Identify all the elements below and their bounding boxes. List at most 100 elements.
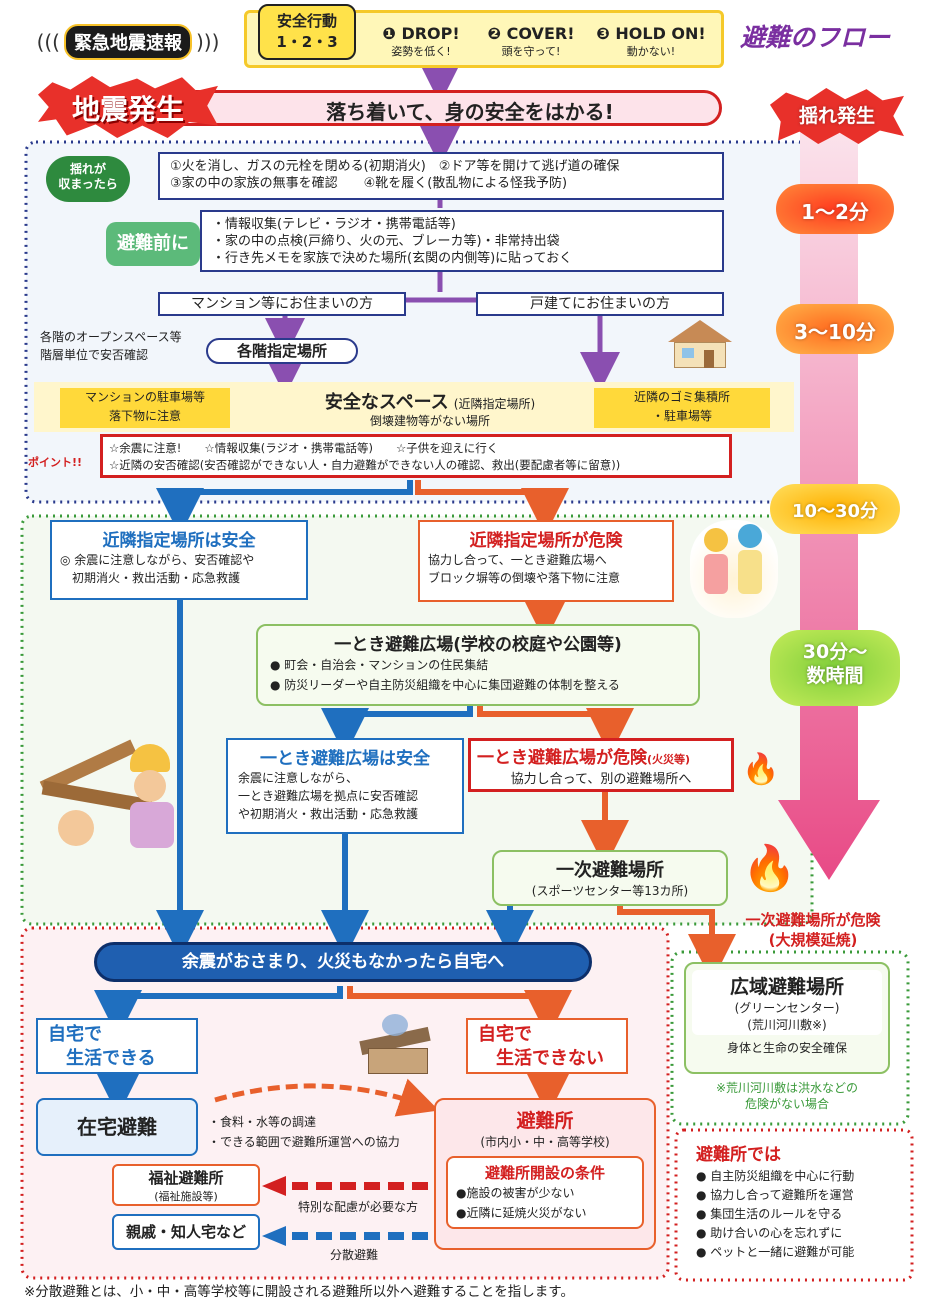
relatives-box: 親戚・知人宅など [112,1214,260,1250]
initial-action-line: ③家の中の家族の無事を確認 ④靴を履く(散乱物による怪我予防) [170,176,568,191]
initial-action-line: ①火を消し、ガスの元栓を閉める(初期消火) ②ドア等を開けて逃げ道の確保 [170,159,620,174]
neighbor-danger-text: 協力し合って、一とき避難広場へ ブロック塀等の倒壊や落下物に注意 [428,553,621,585]
damaged-house-illustration [359,1014,440,1076]
hold-label: HOLD ON! [615,24,706,43]
house-illustration [662,320,738,370]
safe-space-title: 安全なスペース (近隣指定場所) [280,388,580,414]
quake-alert-badge: ((( 緊急地震速報 ))) [22,24,234,60]
fire-large-icon: 🔥 [742,843,797,894]
floor-note: 各階のオープンスペース等 階層単位で安否確認 [40,330,182,362]
safety-actions-bubble: 安全行動 1・2・3 [258,4,356,60]
wide-area-footnote: ※荒川河川敷は洪水などの 危険がない場合 [715,1081,859,1111]
timeline-stage-1-bg [776,184,894,234]
safety-steps: 1・2・3 [276,33,338,51]
welfare-title: 福祉避難所 [148,1169,224,1187]
wide-area-sub2: (荒川河川敷※) [747,1018,827,1032]
shelter-rules: 避難所では ● 自主防災組織を中心に行動 ● 協力し合って避難所を運営 ● 集団… [696,1140,906,1262]
before-evac-item: ・家の中の点検(戸締り、火の元、ブレーカ等)・非常持出袋 [212,234,560,249]
timeline-30min-hours: 30分～ 数時間 [802,641,868,687]
neighbor-safe-title: 近隣指定場所は安全 [102,531,256,551]
timeline-stage-4-bg [770,630,900,706]
step3-icon: ❸ [596,24,616,43]
safe-space-note: 倒壊建物等がない場所 [369,414,490,428]
signal-left-icon: ((( [36,30,60,54]
alert-label: 緊急地震速報 [64,24,192,60]
house-residents-box: 戸建てにお住まいの方 [476,292,724,316]
flow-title: 避難のフロー [740,23,891,52]
primary-shelter-box: 一次避難場所 (スポーツセンター等13カ所) [492,850,728,906]
plaza-safe-box: 一とき避難広場は安全 余震に注意しながら、 一とき避難広場を拠点に安否確認 や初… [226,738,464,834]
shelter-sub: (市内小・中・高等学校) [480,1135,610,1149]
rubble-illustration [38,739,178,850]
before-evac-bubble: 避難前に [106,222,200,266]
safe-space-sub: (近隣指定場所) [453,397,536,411]
cannot-live-box: 自宅で 生活できない [466,1018,628,1074]
plaza-safe-title: 一とき避難広場は安全 [260,749,430,769]
timeline-shake-start: 揺れ発生 [798,105,875,127]
shelter-rule-item: ● 助け合いの心を忘れずに [696,1226,843,1240]
mansion-residents-box: マンション等にお住まいの方 [158,292,406,316]
step1-icon: ❶ [382,24,402,43]
shelter-rule-item: ● 集団生活のルールを守る [696,1207,843,1221]
conditions-box: 避難所開設の条件 ●施設の被害が少ない ●近隣に延焼火災がない [446,1156,644,1229]
shelter-rule-item: ● 協力し合って避難所を運営 [696,1188,854,1202]
before-evac-item: ・行き先メモを家族で決めた場所(玄関の内側等)に貼っておく [212,251,573,266]
drop-sub: 姿勢を低く! [391,45,451,58]
timeline-3-10-min: 3～10分 [794,320,876,344]
home-shelter-notes: ・食料・水等の調達 ・できる範囲で避難所運営への協力 [208,1115,400,1149]
step-cover: ❷ COVER! 頭を守って! [476,24,586,59]
initial-actions-box: ①火を消し、ガスの元栓を閉める(初期消火) ②ドア等を開けて逃げ道の確保 ③家の… [158,152,724,200]
people-illustration [690,520,778,618]
safety-title: 安全行動 [276,12,337,30]
cover-label: COVER! [506,24,575,43]
plaza-danger-heading: 一とき避難広場が危険(火災等) [477,743,725,768]
neighbor-safe-box: 近隣指定場所は安全 ◎ 余震に注意しながら、安否確認や 初期消火・救出活動・応急… [50,520,308,600]
point-item: ☆余震に注意! ☆情報収集(ラジオ・携帯電話等) ☆子供を迎えに行く [109,441,499,455]
plaza-title: 一とき避難広場(学校の校庭や公園等) [334,635,622,655]
step2-icon: ❷ [487,24,507,43]
wide-area-sub1: (グリーンセンター) [734,1001,840,1015]
hold-sub: 動かない! [626,45,676,58]
neighbor-danger-title: 近隣指定場所が危険 [469,531,623,551]
shake-stop-badge: 揺れが 収まったら [46,156,130,202]
step-drop: ❶ DROP! 姿勢を低く! [366,24,476,59]
safe-space-label: 安全なスペース [324,392,449,413]
mansion-parking-box: マンションの駐車場等 落下物に注意 [60,388,230,428]
primary-shelter-sub: (スポーツセンター等13カ所) [531,884,689,898]
quake-message-bar [150,90,722,126]
welfare-sub: (福祉施設等) [154,1190,218,1203]
plaza-danger-box: 一とき避難広場が危険(火災等) 協力し合って、別の避難場所へ [468,738,734,792]
plaza-danger-text: 協力し合って、別の避難場所へ [510,772,692,787]
cover-sub: 頭を守って! [501,45,561,58]
wide-area-inner: 広域避難場所 (グリーンセンター) (荒川河川敷※) [692,970,882,1035]
plaza-safe-text: 余震に注意しながら、 一とき避難広場を拠点に安否確認 や初期消火・救出活動・応急… [238,771,419,821]
dispersed-label: 分散避難 [330,1248,379,1262]
signal-right-icon: ))) [196,30,220,54]
home-shelter-box: 在宅避難 [36,1098,198,1156]
points-box: ☆余震に注意! ☆情報収集(ラジオ・携帯電話等) ☆子供を迎えに行く ☆近隣の安… [100,434,732,478]
condition-item: ●近隣に延焼火災がない [456,1206,587,1220]
conditions-title: 避難所開設の条件 [484,1164,605,1182]
drop-label: DROP! [401,24,460,43]
wide-area-note: 身体と生命の安全確保 [726,1041,847,1055]
quake-message: 落ち着いて、身の安全をはかる! [326,100,614,124]
wide-area-box: 広域避難場所 (グリーンセンター) (荒川河川敷※) 身体と生命の安全確保 [684,962,890,1074]
primary-danger-label: 一次避難場所が危険 (大規模延焼) [745,911,881,949]
plaza-item: ● 町会・自治会・マンションの住民集結 [270,658,489,672]
condition-item: ●施設の被害が少ない [456,1186,575,1200]
neighbor-safe-text: ◎ 余震に注意しながら、安否確認や 初期消火・救出活動・応急救護 [60,553,255,585]
shelter-title: 避難所 [516,1110,574,1132]
special-care-label: 特別な配慮が必要な方 [298,1200,419,1214]
timeline-1-2-min: 1～2分 [801,200,869,224]
plaza-danger-title: 一とき避難広場が危険 [477,748,647,768]
footer-note: ※分散避難とは、小・中・高等学校等に開設される避難所以外へ避難することを指します… [24,1284,574,1300]
can-live-box: 自宅で 生活できる [36,1018,198,1074]
shelter-box: 避難所 (市内小・中・高等学校) 避難所開設の条件 ●施設の被害が少ない ●近隣… [434,1098,656,1250]
plaza-box: 一とき避難広場(学校の校庭や公園等) ● 町会・自治会・マンションの住民集結 ●… [256,624,700,706]
step-hold: ❸ HOLD ON! 動かない! [586,24,716,59]
timeline-10-30-min: 10～30分 [791,501,879,522]
neighbor-danger-box: 近隣指定場所が危険 協力し合って、一とき避難広場へ ブロック塀等の倒壊や落下物に… [418,520,674,602]
point-label: ポイント!! [28,456,83,469]
plaza-danger-note: (火災等) [647,753,691,766]
point-item: ☆近隣の安否確認(安否確認ができない人・自力避難ができない人の確認、救出(要配慮… [109,458,621,472]
